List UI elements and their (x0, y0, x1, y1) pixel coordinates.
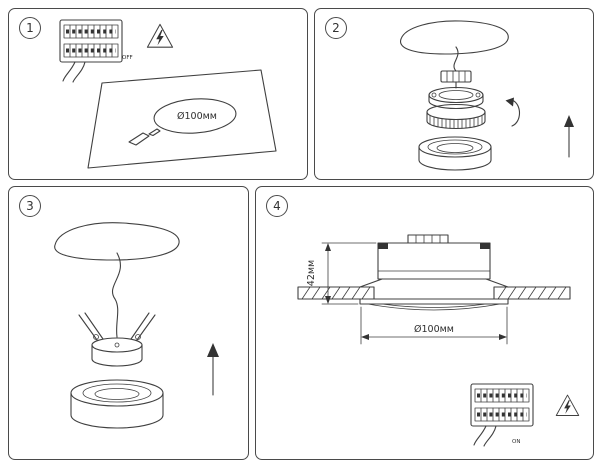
ceiling-cutout (54, 222, 180, 261)
mounting-ring (428, 86, 484, 110)
step-number: 4 (273, 199, 281, 213)
breaker-state-label: ON (512, 439, 520, 445)
spring-clip-left (78, 312, 104, 341)
height-dimension-label: 42мм (306, 260, 317, 286)
diameter-dimension-label: Ø100мм (414, 324, 454, 335)
terminal-block-icon (440, 70, 472, 83)
step-2-illustration (400, 20, 574, 171)
trim-ring (70, 379, 164, 429)
ceiling-section-right (493, 286, 571, 300)
trim-ring (418, 136, 492, 171)
step-number-badge: 2 (325, 17, 347, 39)
rotate-arrow-icon (505, 97, 521, 127)
step-number: 1 (26, 21, 34, 35)
circuit-breaker-icon (59, 19, 124, 83)
up-arrow-icon (564, 115, 574, 158)
threaded-ring (426, 103, 486, 130)
hole-diameter-label: Ø100мм (177, 111, 217, 122)
up-arrow-icon (207, 343, 219, 396)
step-4-illustration: 42мм Ø100мм ON (297, 234, 580, 447)
trim-profile (359, 298, 509, 311)
step-number-badge: 3 (19, 195, 41, 217)
electrical-hazard-icon (146, 23, 174, 48)
cutting-tool-icon (128, 128, 161, 146)
panel-step-1: 1 OFF Ø100мм (8, 8, 308, 180)
ceiling-cutout (400, 20, 509, 55)
electrical-hazard-icon (555, 394, 580, 416)
step-1-illustration: OFF Ø100мм (59, 19, 277, 169)
fixture-body (91, 337, 143, 367)
panel-step-4: 4 (255, 186, 594, 460)
step-3-illustration (54, 222, 219, 429)
diameter-dimension: Ø100мм (360, 306, 508, 345)
cross-section (297, 234, 571, 311)
step-number: 2 (332, 21, 340, 35)
step-number-badge: 4 (266, 195, 288, 217)
height-dimension: 42мм (306, 242, 377, 305)
spring-arms (359, 278, 509, 288)
breaker-state-label: OFF (122, 55, 133, 61)
supply-wire (112, 252, 121, 338)
ceiling-tile (87, 69, 277, 169)
circuit-breaker-icon (470, 383, 535, 447)
spring-clip-right (130, 312, 156, 341)
step-number-badge: 1 (19, 17, 41, 39)
panel-step-3: 3 (8, 186, 249, 460)
panel-step-2: 2 (314, 8, 594, 180)
ceiling-section-left (297, 286, 375, 300)
step-number: 3 (26, 199, 34, 213)
supply-wire (453, 46, 459, 72)
